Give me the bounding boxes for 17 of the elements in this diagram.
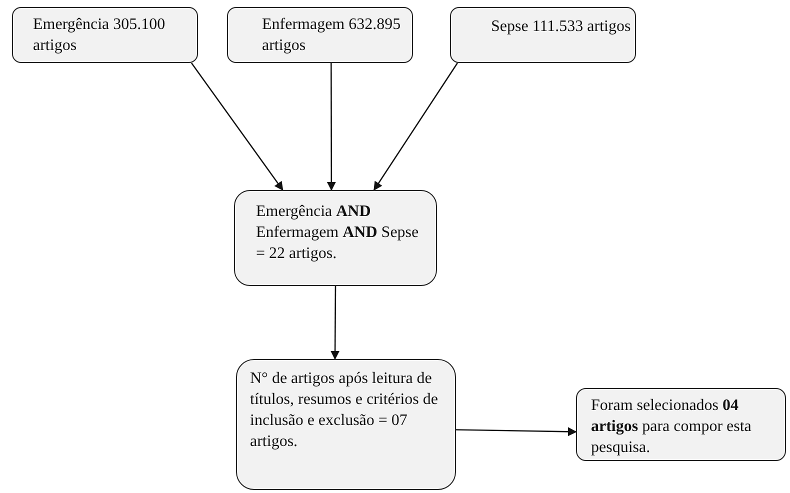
arrow	[456, 427, 577, 436]
box-text: N° de artigos após leitura de títulos, resumos e critérios de inclusão e exclusão = 07 artigos.	[250, 369, 439, 452]
process-box	[12, 7, 198, 63]
box-text: Emergência 305.100 artigos	[33, 15, 166, 56]
box-text: Sepse 111.533 artigos	[491, 17, 631, 37]
arrow	[326, 63, 336, 191]
process-box	[236, 359, 456, 490]
arrow	[330, 286, 340, 360]
process-box	[450, 7, 636, 63]
box-text: Emergência AND Enfermagem AND Sepse = 22 artigos.	[256, 202, 420, 264]
process-box	[576, 388, 786, 461]
arrow	[190, 62, 284, 191]
process-box	[227, 7, 413, 63]
box-text: Enfermagem 632.895 artigos	[262, 15, 402, 56]
process-box	[234, 190, 437, 286]
arrow	[374, 62, 458, 191]
box-text: Foram selecionados 04 artigos para compor esta pesquisa.	[591, 396, 752, 458]
